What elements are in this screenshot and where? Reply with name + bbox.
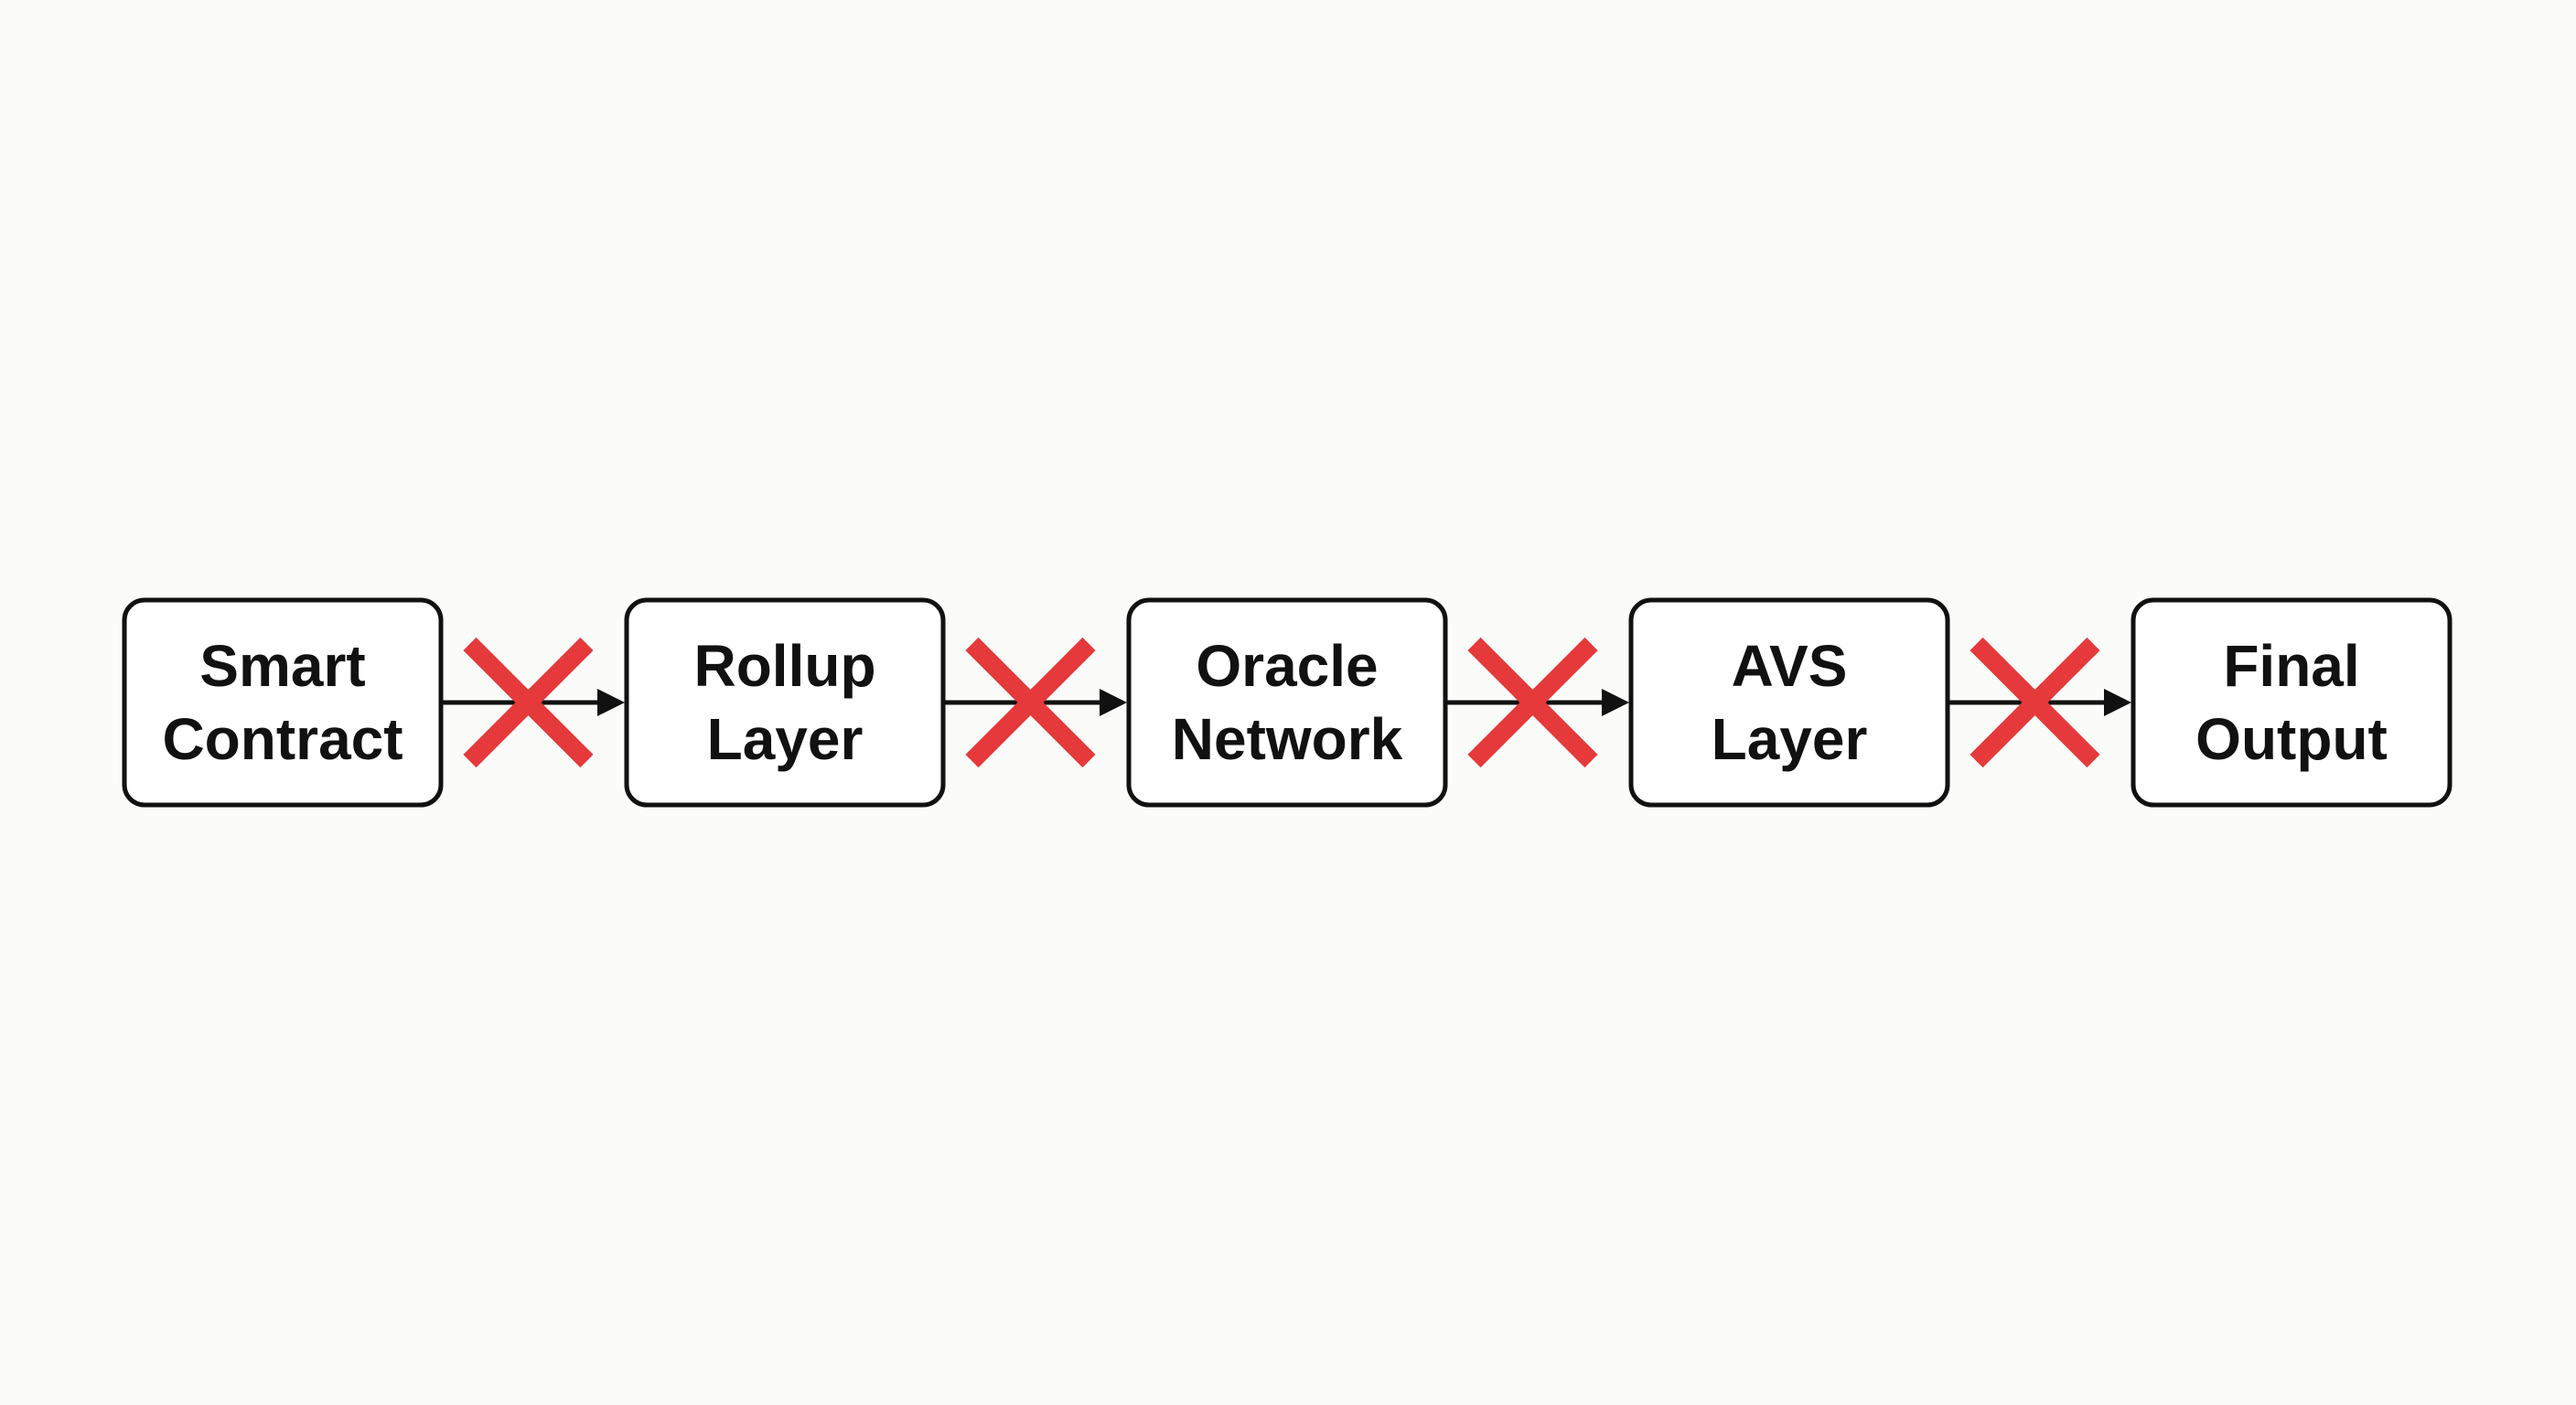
node-label-rollup-layer-line-1: Rollup [693, 633, 875, 699]
arrow-head-icon [1100, 689, 1127, 716]
node-box-oracle-network [1126, 597, 1448, 808]
node-label-oracle-network-line-2: Network [1172, 706, 1403, 772]
blocked-marks-layer [463, 637, 2100, 768]
node-label-smart-contract-line-1: Smart [199, 633, 365, 699]
node-box-smart-contract [122, 597, 444, 808]
node-label-smart-contract-line-2: Contract [162, 706, 402, 772]
arrow-head-icon [597, 689, 625, 716]
node-label-final-output-line-2: Output [2195, 706, 2388, 772]
node-label-avs-layer-line-1: AVS [1732, 633, 1848, 699]
node-box-rollup-layer [624, 597, 946, 808]
node-avs-layer: AVS Layer [1628, 597, 1950, 808]
node-box-final-output [2131, 597, 2453, 808]
node-label-rollup-layer-line-2: Layer [707, 706, 864, 772]
node-label-avs-layer-line-2: Layer [1712, 706, 1868, 772]
x-mark-icon [463, 637, 594, 768]
arrow-head-icon [1602, 689, 1629, 716]
node-label-oracle-network-line-1: Oracle [1196, 633, 1378, 699]
node-label-final-output-line-1: Final [2223, 633, 2359, 699]
arrow-head-icon [2104, 689, 2131, 716]
x-mark-icon [1970, 637, 2100, 768]
x-mark-icon [1467, 637, 1598, 768]
x-mark-icon [965, 637, 1096, 768]
node-box-avs-layer [1628, 597, 1950, 808]
